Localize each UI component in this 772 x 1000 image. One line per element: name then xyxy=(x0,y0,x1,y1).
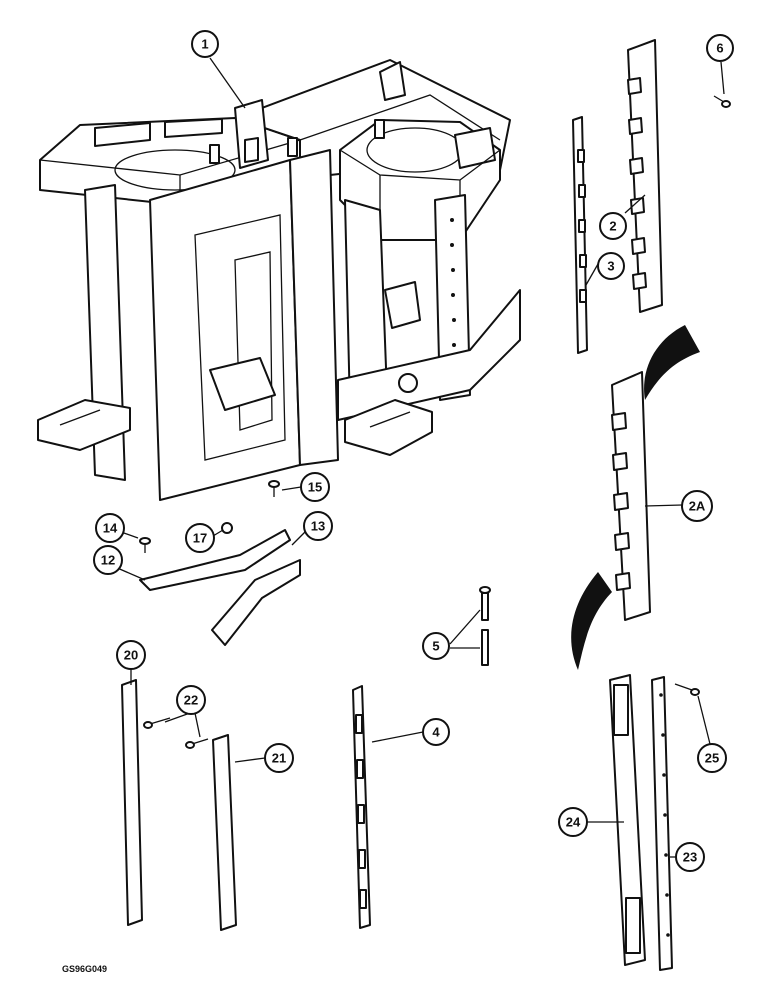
svg-text:14: 14 xyxy=(103,521,118,536)
frame-assembly xyxy=(37,59,521,501)
callout-23: 23 xyxy=(675,842,705,872)
svg-text:17: 17 xyxy=(193,531,207,546)
svg-text:3: 3 xyxy=(607,259,614,274)
part-13-strap xyxy=(211,559,301,646)
callout-24: 24 xyxy=(558,807,588,837)
callout-4: 4 xyxy=(422,718,450,746)
part-25-bolt xyxy=(674,683,700,696)
svg-text:2A: 2A xyxy=(689,499,706,514)
part-20-plate xyxy=(121,679,143,926)
part-3-strip xyxy=(572,116,588,354)
assembly-arrow-upper xyxy=(644,325,700,400)
callout-21: 21 xyxy=(264,743,294,773)
svg-text:20: 20 xyxy=(124,648,138,663)
drawing-code: GS96G049 xyxy=(62,964,107,974)
svg-text:6: 6 xyxy=(716,41,723,56)
svg-text:15: 15 xyxy=(308,480,322,495)
part-22-bolts xyxy=(143,717,209,749)
callout-13: 13 xyxy=(303,511,333,541)
svg-text:23: 23 xyxy=(683,850,697,865)
callout-17: 17 xyxy=(185,523,215,553)
svg-text:25: 25 xyxy=(705,751,719,766)
callout-20: 20 xyxy=(116,640,146,670)
svg-text:2: 2 xyxy=(609,219,616,234)
callout-1: 1 xyxy=(191,30,219,58)
part-21-plate xyxy=(212,734,237,931)
callout-2: 2 xyxy=(599,212,627,240)
callout-2a: 2A xyxy=(681,490,713,522)
part-2-bracket xyxy=(627,39,663,313)
svg-text:13: 13 xyxy=(311,519,325,534)
svg-text:21: 21 xyxy=(272,751,286,766)
callout-3: 3 xyxy=(597,252,625,280)
svg-text:4: 4 xyxy=(432,725,440,740)
part-23-bar xyxy=(651,676,673,971)
svg-text:12: 12 xyxy=(101,553,115,568)
part-24-bar xyxy=(609,674,646,966)
callout-25: 25 xyxy=(697,743,727,773)
part-12-strap xyxy=(139,529,291,591)
assembly-arrow-lower xyxy=(571,572,612,670)
svg-text:5: 5 xyxy=(432,639,439,654)
callout-15: 15 xyxy=(300,472,330,502)
callout-5: 5 xyxy=(422,632,450,660)
part-6-screw xyxy=(713,95,731,108)
callout-14: 14 xyxy=(95,513,125,543)
part-2a-bracket xyxy=(611,371,651,621)
svg-text:24: 24 xyxy=(566,815,581,830)
part-5-pin xyxy=(479,586,491,666)
svg-text:1: 1 xyxy=(201,37,208,52)
part-4-strip xyxy=(352,685,371,929)
callout-22: 22 xyxy=(176,685,206,715)
svg-text:22: 22 xyxy=(184,693,198,708)
callout-6: 6 xyxy=(706,34,734,62)
hardware-bolts xyxy=(139,480,280,553)
callout-12: 12 xyxy=(93,545,123,575)
